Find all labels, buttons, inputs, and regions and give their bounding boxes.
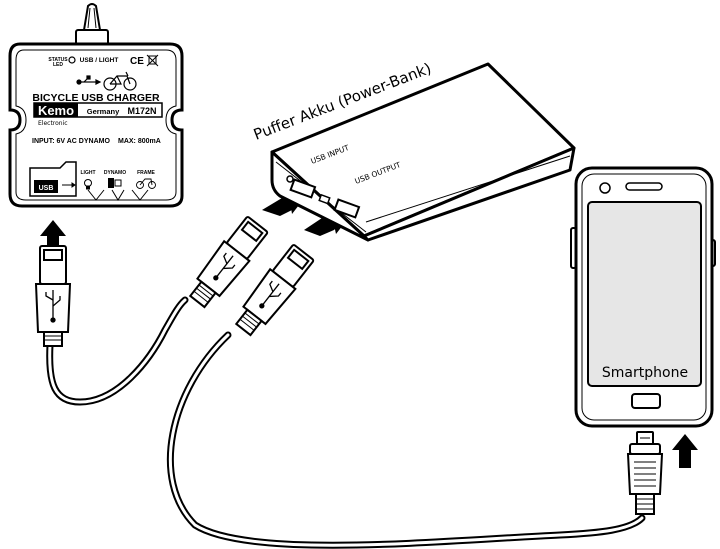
usb-input-port xyxy=(289,178,317,199)
frame-bicycle-icon xyxy=(136,178,156,189)
terminal-leads xyxy=(87,189,149,201)
toggle-switch[interactable] xyxy=(75,3,109,47)
charger-housing xyxy=(8,42,184,208)
smartphone-label: Smartphone xyxy=(602,365,688,381)
cable-powerbank-to-phone-inner xyxy=(168,333,644,547)
usb-port-icon xyxy=(62,182,76,188)
light-bulb-icon xyxy=(84,179,92,190)
usb-port-label: USB xyxy=(39,185,54,192)
dynamo-icon xyxy=(108,178,122,188)
bicycle-usb-charger: STATUS LED USB / LIGHT CE BICYCLE USB CH… xyxy=(8,3,184,208)
usb-light-label: USB / LIGHT xyxy=(80,57,119,64)
arrow-up-to-smartphone xyxy=(672,434,698,468)
usb-trident-icon xyxy=(45,290,61,323)
brand-logo: Kemo xyxy=(38,103,74,118)
status-led-icon xyxy=(68,56,76,64)
phone-home-button xyxy=(631,393,661,409)
powerbank-led-icon xyxy=(286,175,294,183)
charger-title: BICYCLE USB CHARGER xyxy=(32,92,160,104)
phone-camera-icon xyxy=(599,182,611,194)
brand-sub-label: Electronic xyxy=(38,120,68,127)
status-led-label-1: STATUS xyxy=(48,57,68,63)
cable-powerbank-to-phone-outer xyxy=(166,331,646,549)
ce-mark-icon: CE xyxy=(130,56,144,67)
phone-screen xyxy=(587,201,702,387)
country-label: Germany xyxy=(87,107,120,116)
model-label: M172N xyxy=(127,106,156,116)
smartphone: Smartphone xyxy=(570,166,716,428)
micro-port xyxy=(318,193,331,205)
frame-port-label: FRAME xyxy=(137,170,155,176)
phone-speaker xyxy=(625,182,663,191)
cable-charger-to-powerbank-outer xyxy=(46,296,189,406)
max-spec: MAX: 800mA xyxy=(118,138,161,145)
cable-charger-to-powerbank-inner xyxy=(48,298,187,404)
input-spec: INPUT: 6V AC DYNAMO xyxy=(32,138,110,145)
brand-badge xyxy=(34,103,78,117)
status-led-label-2: LED xyxy=(53,62,63,68)
bicycle-icon xyxy=(103,71,137,91)
weee-bin-icon xyxy=(146,54,159,67)
usb-a-plug-to-powerbank-input xyxy=(188,216,269,309)
micro-usb-plug xyxy=(626,431,664,515)
dynamo-port-label: DYNAMO xyxy=(104,170,126,176)
cables xyxy=(46,296,646,549)
usb-output-port xyxy=(333,198,361,219)
usb-a-plug-to-powerbank-output xyxy=(234,244,315,337)
light-port-label: LIGHT xyxy=(81,170,96,176)
power-bank: Puffer Akku (Power-Bank) USB INPUT USB O… xyxy=(251,59,576,242)
usb-a-plug-to-charger xyxy=(34,245,72,347)
usb-port-badge xyxy=(34,180,58,193)
usb-symbol-icon xyxy=(76,75,102,85)
